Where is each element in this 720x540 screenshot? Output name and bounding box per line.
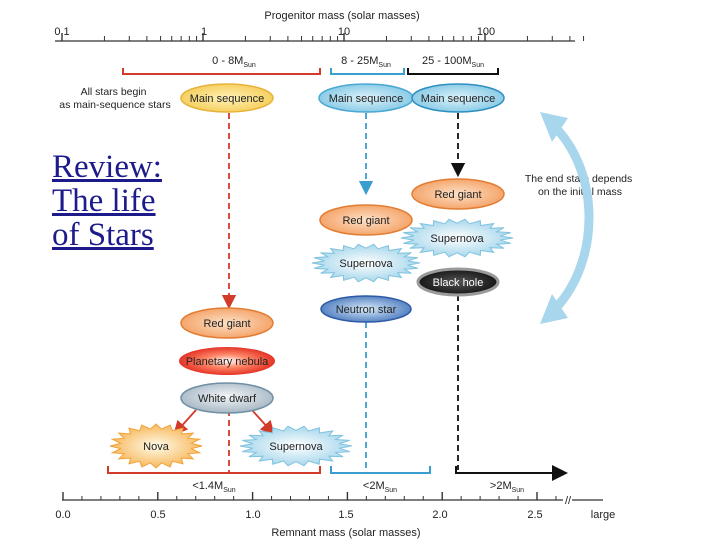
neutron-star: Neutron star [320, 295, 412, 323]
mass-range-label-high: 25 - 100MSun [422, 55, 484, 69]
progenitor-mass-axis: Progenitor mass (solar masses) 0.1 1 10 … [54, 10, 585, 42]
remnant-range-label-mid: <2MSun [363, 480, 397, 494]
slide-title-line: Review: [52, 149, 162, 185]
bottom-tick-label: 1.5 [338, 509, 353, 521]
stage-label: Black hole [433, 277, 484, 289]
stage-label: Main sequence [421, 93, 496, 105]
remnant-range-label-high: >2MSun [490, 480, 524, 494]
remnant-range-brackets: <1.4MSun <2MSun >2MSun [107, 465, 568, 494]
bottom-axis-title: Remnant mass (solar masses) [271, 527, 420, 539]
top-tick-label: 100 [477, 26, 495, 38]
top-tick-label: 1 [201, 26, 207, 38]
slide-title-line: The life [52, 183, 156, 219]
stage-label: Nova [143, 441, 170, 453]
stage-label: Main sequence [329, 93, 404, 105]
remnant-range-label-low: <1.4MSun [192, 480, 235, 494]
bottom-axis-ticks [62, 492, 557, 500]
white-dwarf: White dwarf [180, 382, 274, 414]
nova: Nova [109, 423, 203, 469]
bottom-tick-label: large [591, 509, 615, 521]
mass-range-label-low: 0 - 8MSun [212, 55, 256, 69]
slide-title: Review: The life of Stars [52, 150, 192, 252]
to-supernova-arrow [251, 409, 275, 436]
top-axis-ticks [61, 33, 585, 41]
red-giant-mid: Red giant [319, 204, 413, 236]
high-remnant-bracket [455, 465, 568, 481]
top-tick-label: 0.1 [54, 26, 69, 38]
end-state-note: The end state depends on the initial mas… [525, 173, 635, 198]
main-sequence-low: Main sequence [180, 83, 274, 113]
to-nova-arrow [173, 409, 197, 436]
remnant-mass-axis: // 0.0 0.5 1.0 1.5 2.0 2.5 large Remnant… [55, 492, 615, 539]
stage-label: Main sequence [190, 93, 265, 105]
stage-label: Red giant [342, 215, 389, 227]
red-giant-low: Red giant [180, 307, 274, 339]
supernova-high: Supernova [400, 218, 514, 258]
cycle-arrow [540, 112, 594, 324]
bottom-tick-label: 1.0 [245, 509, 260, 521]
stage-label: Supernova [339, 258, 393, 270]
bottom-tick-label: 0.5 [150, 509, 165, 521]
mass-range-brackets: 0 - 8MSun 8 - 25MSun 25 - 100MSun [122, 55, 499, 75]
stage-label: White dwarf [198, 393, 257, 405]
low-remnant-bracket [107, 466, 321, 474]
stage-label: Supernova [430, 233, 484, 245]
bottom-tick-label: 2.0 [432, 509, 447, 521]
supernova-mid: Supernova [311, 243, 421, 283]
bottom-tick-label: 0.0 [55, 509, 70, 521]
start-note: All stars begin as main-sequence stars [59, 86, 170, 111]
slide-title-line: of Stars [52, 217, 154, 253]
main-sequence-mid: Main sequence [318, 83, 414, 113]
planetary-nebula: Planetary nebula [179, 347, 275, 375]
stage-label: Red giant [434, 189, 481, 201]
evolution-tracks [173, 113, 466, 473]
main-sequence-high: Main sequence [411, 83, 505, 113]
supernova-low: Supernova [239, 425, 353, 467]
top-axis-title: Progenitor mass (solar masses) [264, 10, 419, 22]
stage-label: Neutron star [336, 304, 397, 316]
black-hole: Black hole [416, 267, 500, 297]
mid-remnant-bracket [330, 466, 431, 474]
low-mass-bracket [122, 68, 321, 75]
high-mass-bracket [407, 68, 499, 75]
top-tick-label: 10 [338, 26, 350, 38]
stage-label: Planetary nebula [186, 356, 269, 368]
red-giant-high: Red giant [411, 178, 505, 210]
stage-label: Supernova [269, 441, 323, 453]
axis-break-marker: // [565, 495, 572, 507]
bottom-tick-label: 2.5 [527, 509, 542, 521]
mid-mass-bracket [330, 68, 405, 75]
mass-range-label-mid: 8 - 25MSun [341, 55, 391, 69]
stage-label: Red giant [203, 318, 250, 330]
